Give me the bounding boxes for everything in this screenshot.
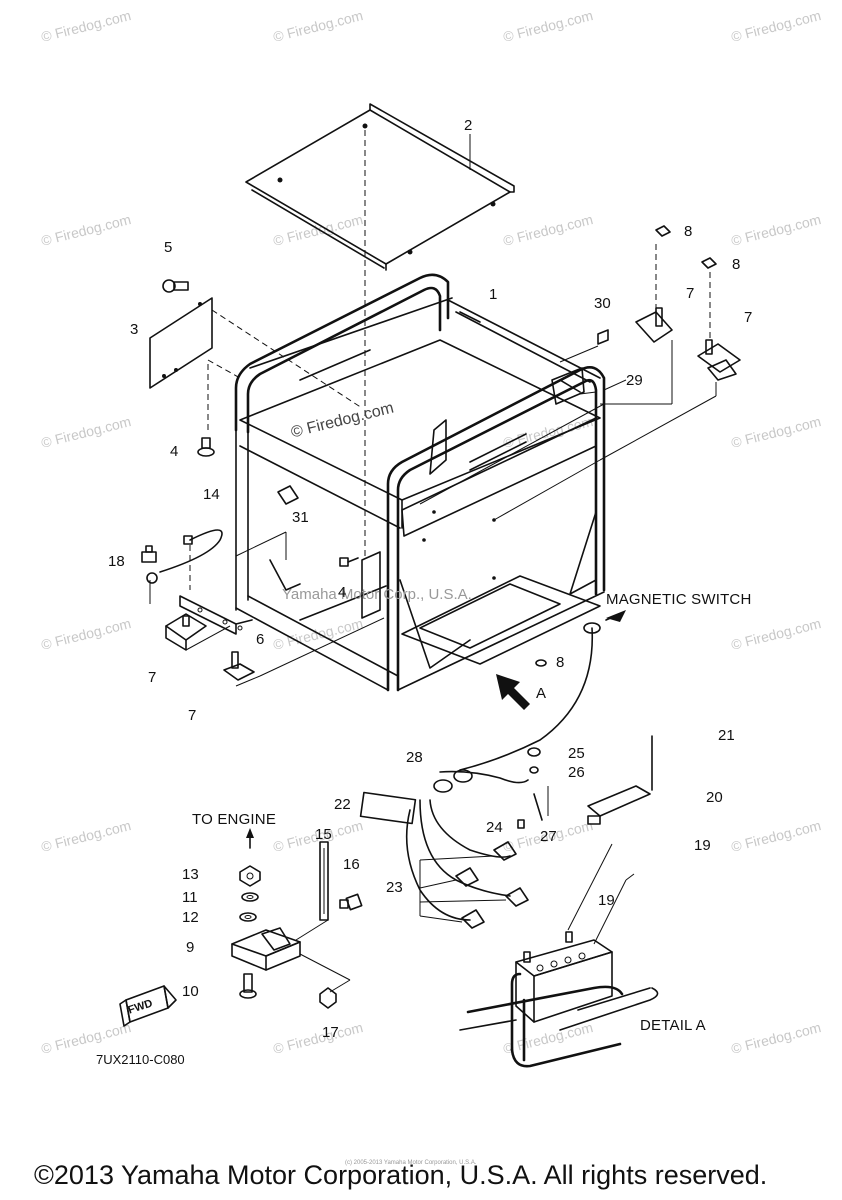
part-label-27: 27: [540, 828, 557, 845]
top-panel-drawing: [245, 103, 515, 271]
part-label-8a: 8: [684, 223, 693, 240]
battery-bracket-drawing: [567, 735, 653, 945]
part-label-23: 23: [386, 879, 403, 896]
part-label-29: 29: [626, 372, 643, 389]
arrow-a-drawing: [496, 674, 530, 710]
part-label-9: 9: [186, 939, 195, 956]
part-label-25: 25: [568, 745, 585, 762]
center-watermark-2: Yamaha Motor Corp., U.S.A.: [282, 586, 472, 603]
washer-12-drawing: [239, 912, 257, 922]
bolt-4-drawing: [197, 437, 215, 457]
part-label-7c: 7: [148, 669, 157, 686]
lower-leaders: [246, 828, 351, 993]
part-label-14: 14: [203, 486, 220, 503]
part-label-22: 22: [334, 796, 351, 813]
part-label-13: 13: [182, 866, 199, 883]
magnetic-switch-cable-drawing: [459, 610, 626, 771]
part-label-15: 15: [315, 826, 332, 843]
to-engine-label: TO ENGINE: [192, 811, 277, 828]
part-label-31: 31: [292, 509, 309, 526]
switch-18-drawing: [141, 545, 157, 563]
part-label-19b: 19: [598, 892, 615, 909]
detail-a-label: DETAIL A: [640, 1017, 706, 1034]
part-label-4: 4: [170, 443, 179, 460]
part-label-11: 11: [182, 889, 198, 906]
part-label-10: 10: [182, 983, 199, 1000]
bolt-5-drawing: [162, 279, 189, 293]
main-frame-drawing: [234, 273, 606, 692]
part-label-12: 12: [182, 909, 199, 926]
bracket-7-lower-drawing: [223, 651, 255, 681]
nut-13-drawing: [239, 865, 261, 887]
tiny-copyright: (c) 2005-2013 Yamaha Motor Corporation, …: [345, 1160, 477, 1166]
label-31-drawing: [277, 485, 299, 505]
bolt-10-drawing: [239, 973, 257, 999]
part-label-5: 5: [164, 239, 173, 256]
part-label-6: 6: [256, 631, 265, 648]
part-label-8c: 8: [556, 654, 565, 671]
part-label-28: 28: [406, 749, 423, 766]
part-label-8b: 8: [732, 256, 741, 273]
washer-11-drawing: [241, 892, 259, 902]
mount-9-drawing: [231, 927, 301, 971]
terminals-23-drawing: [419, 841, 529, 929]
part-label-30: 30: [594, 295, 611, 312]
bracket-7-upper-right-drawing: [635, 307, 673, 343]
bracket-7-right-drawing: [697, 339, 741, 381]
part-label-17: 17: [322, 1024, 339, 1041]
diagram-code: 7UX2110-C080: [96, 1052, 185, 1067]
part-label-4b: 4: [338, 584, 347, 601]
battery-drawing: [515, 931, 613, 1023]
detail-marker-a: A: [536, 685, 547, 702]
bolt-16-drawing: [339, 893, 363, 911]
nuts-8-drawing: [535, 225, 717, 667]
label-30-drawing: [597, 329, 609, 345]
part-label-7a: 7: [686, 285, 695, 302]
detail-frame-drawing: [459, 972, 659, 1068]
part-label-1: 1: [489, 286, 498, 303]
fwd-arrow-drawing: [119, 985, 177, 1027]
part-label-21: 21: [718, 727, 735, 744]
side-panel-drawing: [149, 297, 213, 389]
bracket-7-left-drawing: [165, 613, 207, 651]
part-label-26: 26: [568, 764, 585, 781]
bolt-4b-drawing: [339, 557, 359, 567]
magnetic-switch-label: MAGNETIC SWITCH: [606, 591, 752, 608]
part-label-3: 3: [130, 321, 139, 338]
cable-14-drawing: [146, 529, 223, 584]
hardware-24-27-drawing: [517, 747, 549, 829]
part-label-18: 18: [108, 553, 125, 570]
copyright-notice: ©2013 Yamaha Motor Corporation, U.S.A. A…: [34, 1160, 768, 1190]
leader-lines: [149, 130, 717, 687]
part-label-19a: 19: [694, 837, 711, 854]
part-label-7d: 7: [188, 707, 197, 724]
nut-17-drawing: [319, 987, 337, 1009]
part-label-24: 24: [486, 819, 503, 836]
part-label-2: 2: [464, 117, 473, 134]
strap-15-drawing: [319, 841, 329, 921]
part-label-20: 20: [706, 789, 723, 806]
base-plate-drawing: [179, 595, 253, 635]
part-label-16: 16: [343, 856, 360, 873]
part-label-7b: 7: [744, 309, 753, 326]
